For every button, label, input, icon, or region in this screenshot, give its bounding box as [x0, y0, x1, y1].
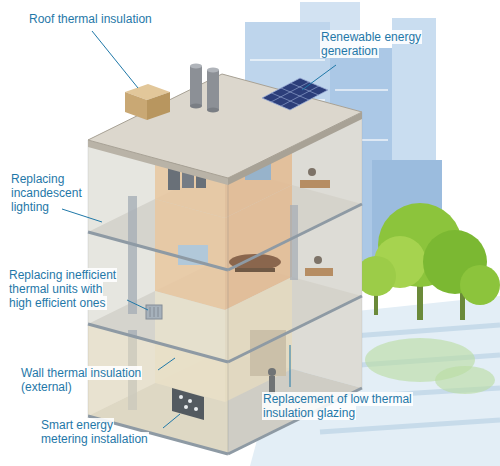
callout-label: Replacing inefficient thermal units with…	[8, 268, 117, 310]
callout-box: Roof thermal insulation	[28, 12, 178, 26]
callout-label: Roof thermal insulation	[28, 12, 153, 26]
callout-box: Replacing incandescent lighting	[10, 172, 90, 214]
callout-box: Renewable energy generation	[320, 30, 435, 58]
callout-label: Replacing incandescent lighting	[10, 172, 83, 214]
callout-box: Smart energy metering installation	[40, 418, 160, 446]
callout-label: Renewable energy generation	[320, 30, 422, 58]
callout-label: Replacement of low thermal insulation gl…	[262, 392, 413, 420]
callout-box: Wall thermal insulation (external)	[20, 366, 155, 394]
callout-box: Replacement of low thermal insulation gl…	[262, 392, 427, 420]
callout-box: Replacing inefficient thermal units with…	[8, 268, 123, 310]
callout-label: Wall thermal insulation (external)	[20, 366, 142, 394]
trees	[342, 203, 500, 320]
callout-label: Smart energy metering installation	[40, 418, 149, 446]
